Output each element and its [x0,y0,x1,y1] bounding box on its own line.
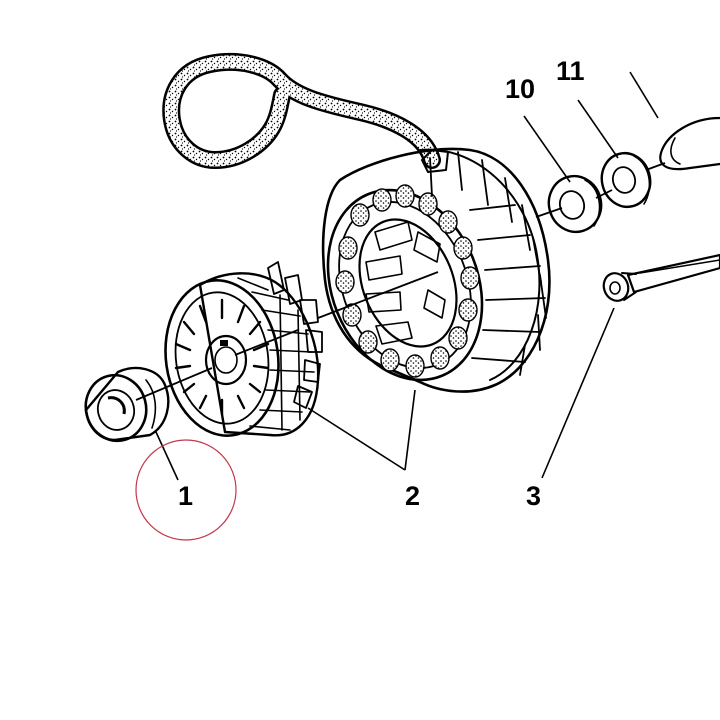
leader-part-1 [155,431,179,481]
spacer-bushing [84,366,170,443]
callout-10: 10 [505,74,535,104]
leader-part-10 [523,115,571,183]
leader-part-2a [307,407,406,471]
stator [321,147,551,393]
partial-component [659,116,720,171]
leader-part-3 [541,307,615,479]
leader-part-2b [404,389,416,471]
washer-11 [600,151,652,209]
leader-lines [155,71,659,481]
callout-2: 2 [405,481,420,511]
assembly-axis [135,162,666,401]
bolt [602,253,720,302]
rotor [164,261,323,437]
callout-1: 1 [178,481,193,511]
wire-harness [162,52,441,170]
leader-partial [629,71,659,119]
highlight-circle [135,439,237,541]
callout-3: 3 [526,481,541,511]
leader-part-11 [577,99,619,159]
callout-11: 11 [556,56,585,86]
washer-10 [547,174,603,234]
